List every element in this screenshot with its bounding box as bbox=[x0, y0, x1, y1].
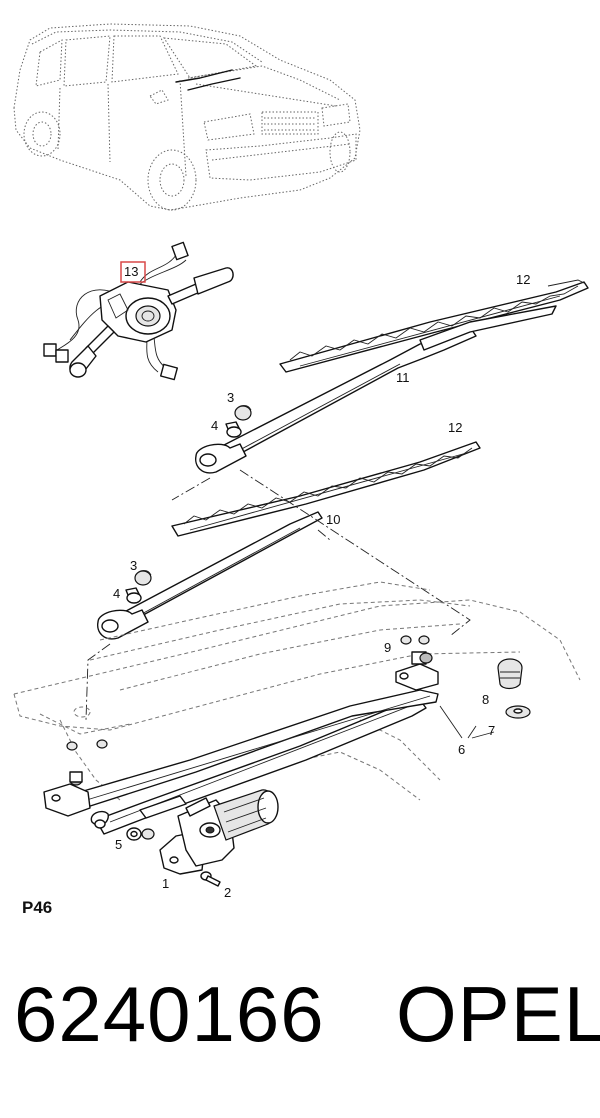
callout-6: 6 bbox=[458, 742, 465, 757]
linkage-nut bbox=[126, 827, 155, 841]
callout-5: 5 bbox=[115, 837, 122, 852]
callout-4-upper: 4 bbox=[211, 418, 218, 433]
callout-4-lower: 4 bbox=[113, 586, 120, 601]
callout-9: 9 bbox=[384, 640, 391, 655]
callout-12-lower: 12 bbox=[448, 420, 462, 435]
callout-2: 2 bbox=[224, 885, 231, 900]
callout-11: 11 bbox=[396, 370, 410, 385]
lower-nut-cap bbox=[125, 570, 152, 604]
combination-switch bbox=[43, 241, 234, 381]
callout-3-upper: 3 bbox=[227, 390, 234, 405]
callout-10: 10 bbox=[326, 512, 340, 527]
lower-wiper-blade bbox=[171, 441, 481, 537]
callout-13: 13 bbox=[124, 264, 138, 279]
lower-wiper-arm bbox=[97, 511, 323, 640]
vehicle-illustration bbox=[13, 23, 361, 211]
mounting-bolt bbox=[200, 871, 221, 887]
right-pivot bbox=[395, 635, 439, 691]
left-pivot bbox=[43, 739, 108, 817]
callout-7: 7 bbox=[488, 723, 495, 738]
upper-wiper-arm bbox=[195, 305, 557, 474]
footer: 6240166 OPEL bbox=[0, 970, 600, 1082]
callout-labels: 13 12 11 3 4 12 10 3 4 9 8 7 6 5 1 2 bbox=[113, 264, 530, 900]
callout-1: 1 bbox=[162, 876, 169, 891]
callout-13-highlight bbox=[120, 261, 146, 283]
upper-nut-cap bbox=[225, 405, 252, 438]
part-number: 6240166 bbox=[14, 970, 325, 1058]
bushing-washer bbox=[497, 658, 531, 719]
callout-12-upper: 12 bbox=[516, 272, 530, 287]
cowl-panel bbox=[13, 581, 581, 801]
wiper-motor bbox=[159, 789, 279, 875]
alignment-lines bbox=[85, 469, 471, 721]
callout-8: 8 bbox=[482, 692, 489, 707]
page-code: P46 bbox=[22, 898, 53, 917]
callout-3-lower: 3 bbox=[130, 558, 137, 573]
brand-name: OPEL bbox=[396, 970, 600, 1058]
upper-wiper-blade bbox=[279, 279, 589, 373]
